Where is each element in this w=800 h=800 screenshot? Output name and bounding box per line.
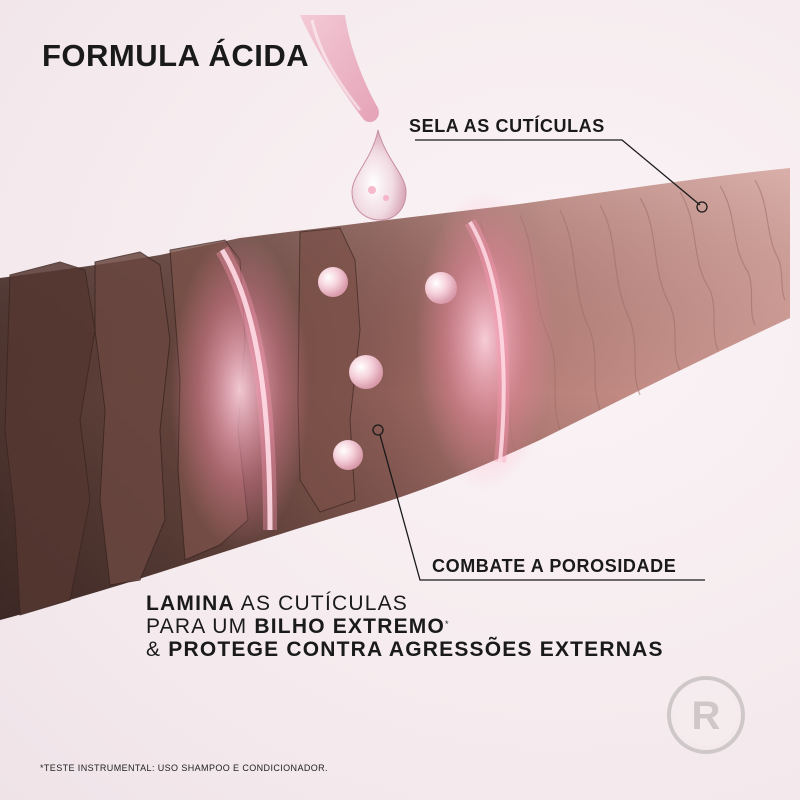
callout-fights-porosity: COMBATE A POROSIDADE: [432, 556, 677, 576]
brand-logo-icon: R: [667, 676, 745, 754]
glow-rings: [170, 190, 555, 550]
drop-icon: [351, 129, 407, 221]
callout-line-seals: [415, 139, 708, 213]
pipette-icon: [300, 15, 379, 123]
disclaimer-footnote: *TESTE INSTRUMENTAL: USO SHAMPOO E CONDI…: [40, 763, 328, 773]
acid-bubbles: [318, 267, 457, 470]
claim-line-3: & PROTEGE CONTRA AGRESSÕES EXTERNAS: [146, 638, 664, 661]
claim-line-1: LAMINA AS CUTÍCULAS: [146, 592, 409, 615]
svg-text:R: R: [692, 694, 721, 738]
claim-line-2: PARA UM BILHO EXTREMO*: [146, 615, 450, 638]
benefit-claims: LAMINA AS CUTÍCULAS PARA UM BILHO EXTREM…: [146, 592, 664, 661]
callout-seals-cuticles: SELA AS CUTÍCULAS: [409, 116, 605, 136]
headline: FORMULA ÁCIDA: [42, 38, 310, 73]
callout-line-porosity: [372, 424, 705, 581]
